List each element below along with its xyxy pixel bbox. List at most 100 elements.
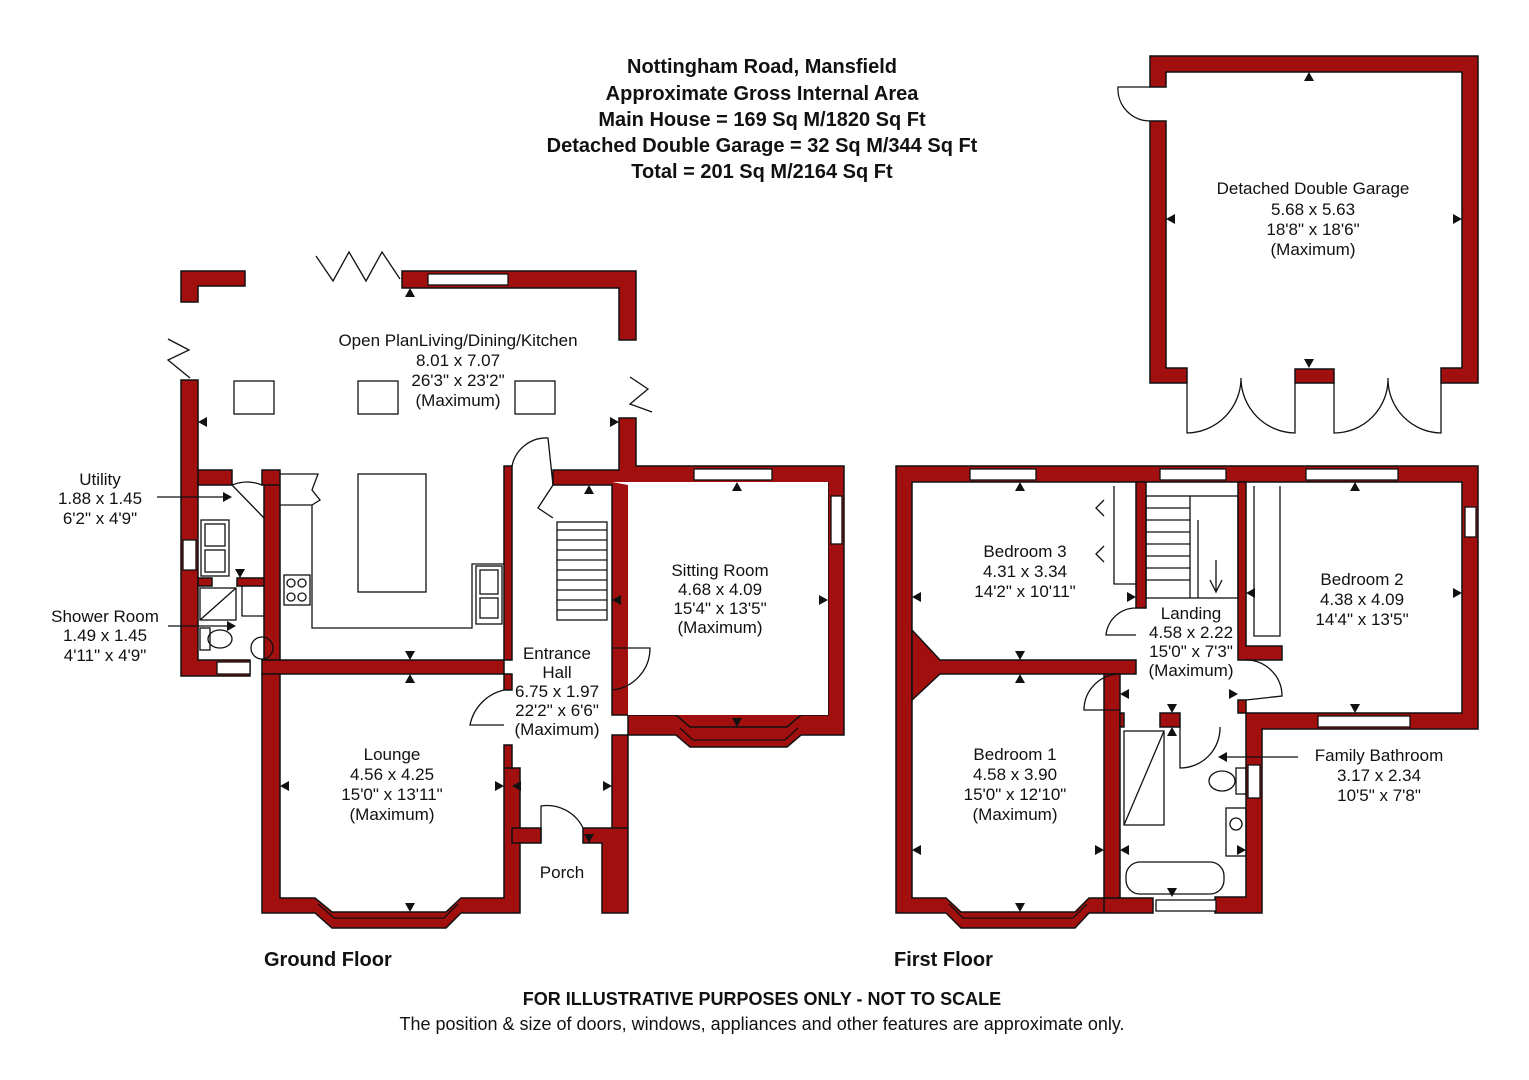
arrow	[1015, 674, 1025, 683]
gf-shower-window	[216, 661, 251, 675]
landing-imperial: 15'0" x 7'3"	[1149, 642, 1233, 661]
arrow	[1167, 888, 1177, 897]
garage-note: (Maximum)	[1271, 240, 1356, 259]
gf-skylight	[233, 380, 275, 415]
lounge-imperial: 15'0" x 13'11"	[341, 785, 442, 804]
arrow	[1167, 727, 1177, 736]
arrow	[584, 834, 594, 843]
gf-bifold-door-top	[315, 250, 401, 283]
ff-dimension-arrows	[912, 482, 1462, 912]
toilet-bowl-icon	[207, 629, 233, 649]
garage-plan: Detached Double Garage 5.68 x 5.63 18'8"…	[1117, 55, 1479, 434]
bath-metric: 3.17 x 2.34	[1337, 766, 1421, 785]
gf-left-wall	[180, 379, 251, 677]
entrance-metric: 6.75 x 1.97	[515, 682, 599, 701]
open-plan-name: Open PlanLiving/Dining/Kitchen	[338, 331, 577, 350]
utility-name: Utility	[79, 470, 121, 489]
gf-lounge-bay-window	[317, 903, 459, 919]
garage-metric: 5.68 x 5.63	[1271, 200, 1355, 219]
utility-sink-icon	[200, 519, 230, 577]
bed3-metric: 4.31 x 3.34	[983, 562, 1067, 581]
lounge-metric: 4.56 x 4.25	[350, 765, 434, 784]
arrow	[1015, 903, 1025, 912]
gf-top-right-wall	[401, 270, 637, 341]
bed2-name: Bedroom 2	[1320, 570, 1403, 589]
first-floor-label: First Floor	[894, 949, 993, 971]
entrance-name-1: Entrance	[523, 644, 591, 663]
bed1-imperial: 15'0" x 12'10"	[964, 785, 1067, 804]
bed1-name: Bedroom 1	[973, 745, 1056, 764]
ff-bed2-left-wall	[1237, 481, 1283, 714]
first-floor-labels: Bedroom 3 4.31 x 3.34 14'2" x 10'11" Lan…	[964, 542, 1444, 824]
garage-door-left	[1186, 377, 1296, 434]
bed1-note: (Maximum)	[973, 805, 1058, 824]
gf-bifold-door-right	[628, 376, 653, 413]
ff-bed3-right-wall	[1135, 481, 1147, 609]
open-plan-note: (Maximum)	[416, 391, 501, 410]
arrow	[405, 674, 415, 683]
shower-name: Shower Room	[51, 607, 159, 626]
ff-bath-top-wall	[1119, 712, 1181, 728]
title-area-heading: Approximate Gross Internal Area	[606, 83, 920, 105]
title-block: Nottingham Road, Mansfield Approximate G…	[547, 56, 978, 183]
landing-name: Landing	[1161, 604, 1222, 623]
arrow	[1127, 592, 1136, 602]
gf-utility-door	[231, 481, 265, 519]
title-total: Total = 201 Sq M/2164 Sq Ft	[631, 161, 893, 183]
landing-note: (Maximum)	[1149, 661, 1234, 680]
ff-bed2-bottom-window	[1317, 715, 1411, 728]
shower-room-fittings	[199, 587, 274, 660]
bed3-imperial: 14'2" x 10'11"	[974, 582, 1075, 601]
arrow	[1229, 689, 1238, 699]
sitting-name: Sitting Room	[671, 561, 768, 580]
ff-bed3-window	[969, 468, 1037, 481]
ff-toilet-bowl-icon	[1208, 770, 1236, 792]
arrow	[912, 845, 921, 855]
ff-bed3-wardrobe	[1095, 486, 1136, 585]
landing-metric: 4.58 x 2.22	[1149, 623, 1233, 642]
arrow	[405, 651, 415, 660]
arrow	[1120, 845, 1129, 855]
arrow	[1120, 689, 1129, 699]
ground-floor-labels: Open PlanLiving/Dining/Kitchen 8.01 x 7.…	[51, 331, 769, 882]
ff-outer-walls	[895, 465, 1479, 929]
garage-name: Detached Double Garage	[1217, 179, 1410, 198]
entrance-name-2: Hall	[542, 663, 571, 682]
gf-front-door	[540, 804, 584, 843]
arrow	[512, 781, 521, 791]
entrance-note: (Maximum)	[515, 720, 600, 739]
hob-icon	[283, 574, 311, 606]
first-floor-plan	[895, 465, 1479, 929]
ff-bath-door	[1179, 726, 1221, 769]
arrow	[280, 781, 289, 791]
bath-imperial: 10'5" x 7'8"	[1337, 786, 1421, 805]
arrow	[227, 621, 236, 631]
ff-bed1-bay-window	[948, 903, 1088, 919]
arrow	[603, 781, 612, 791]
arrow	[1015, 651, 1025, 660]
wash-basin-icon	[250, 636, 274, 660]
sitting-imperial: 15'4" x 13'5"	[673, 599, 766, 618]
gf-sitting-inner	[612, 482, 828, 715]
arrow	[1218, 752, 1227, 762]
arrow	[584, 485, 594, 494]
gf-kitchen-worktop	[280, 504, 504, 629]
gf-lounge-door	[469, 689, 505, 726]
garage-door-right	[1333, 377, 1442, 434]
gf-top-left-wall	[180, 270, 246, 303]
gf-tall-units	[280, 473, 321, 506]
gf-utility-side-window	[182, 539, 197, 571]
gf-kitchen-door	[511, 437, 554, 486]
gf-staircase	[556, 521, 608, 621]
ff-landing-window	[1159, 468, 1227, 481]
bath-name: Family Bathroom	[1315, 746, 1443, 765]
gf-skylight	[514, 380, 556, 415]
utility-metric: 1.88 x 1.45	[58, 489, 142, 508]
gf-kitchen-island	[357, 473, 427, 593]
arrow	[1095, 845, 1104, 855]
bath-icon	[1125, 861, 1225, 895]
ground-floor-label: Ground Floor	[264, 949, 392, 971]
footer-note: The position & size of doors, windows, a…	[399, 1014, 1124, 1034]
arrow	[732, 482, 742, 491]
shower-tray	[199, 587, 237, 621]
